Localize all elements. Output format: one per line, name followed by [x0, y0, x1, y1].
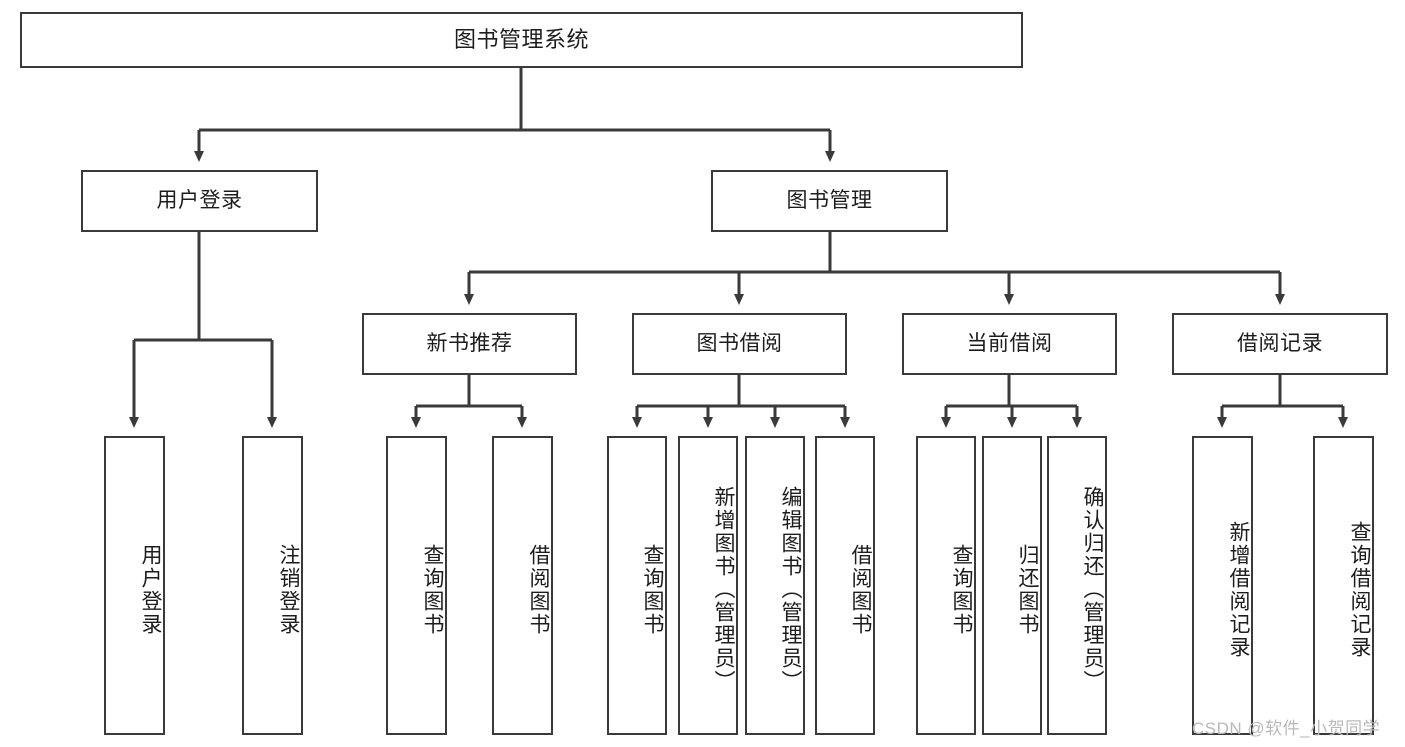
leaf-label: 确认归还（管理员）: [1081, 486, 1104, 693]
leaf-borrow-book-borrow[interactable]: 借阅图书: [815, 436, 875, 735]
leaf-label: 注销登录: [277, 543, 300, 636]
node-book-borrow[interactable]: 图书借阅: [632, 313, 847, 375]
leaf-label: 归还图书: [1016, 543, 1039, 636]
leaf-return-book[interactable]: 归还图书: [982, 436, 1042, 735]
leaf-label: 借阅图书: [527, 543, 550, 636]
leaf-query-book-borrow[interactable]: 查询图书: [607, 436, 667, 735]
node-root-system[interactable]: 图书管理系统: [20, 12, 1023, 68]
leaf-borrow-book-recommend[interactable]: 借阅图书: [492, 436, 553, 735]
leaf-query-borrow-record[interactable]: 查询借阅记录: [1313, 436, 1374, 735]
leaf-label: 新增图书（管理员）: [712, 486, 735, 693]
leaf-label: 新增借阅记录: [1227, 520, 1250, 659]
leaf-add-borrow-record[interactable]: 新增借阅记录: [1192, 436, 1253, 735]
node-book-manage[interactable]: 图书管理: [711, 170, 948, 232]
node-borrow-record[interactable]: 借阅记录: [1172, 313, 1388, 375]
leaf-logout-login[interactable]: 注销登录: [242, 436, 303, 735]
leaf-label: 编辑图书（管理员）: [779, 486, 802, 693]
leaf-edit-book-admin[interactable]: 编辑图书（管理员）: [745, 436, 805, 735]
leaf-user-login[interactable]: 用户登录: [104, 436, 165, 735]
csdn-watermark: CSDN @软件_小贺同学: [1192, 719, 1381, 738]
leaf-label: 借阅图书: [849, 543, 872, 636]
leaf-confirm-return-admin[interactable]: 确认归还（管理员）: [1047, 436, 1107, 735]
node-new-book-recommend[interactable]: 新书推荐: [362, 313, 577, 375]
leaf-label: 查询图书: [421, 543, 444, 636]
leaf-label: 查询借阅记录: [1348, 520, 1371, 659]
leaf-label: 查询图书: [950, 543, 973, 636]
leaf-query-book-recommend[interactable]: 查询图书: [386, 436, 447, 735]
leaf-add-book-admin[interactable]: 新增图书（管理员）: [678, 436, 738, 735]
node-user-login[interactable]: 用户登录: [81, 170, 318, 232]
leaf-label: 用户登录: [139, 543, 162, 636]
leaf-query-book-current[interactable]: 查询图书: [916, 436, 976, 735]
leaf-label: 查询图书: [641, 543, 664, 636]
node-current-borrow[interactable]: 当前借阅: [902, 313, 1117, 375]
